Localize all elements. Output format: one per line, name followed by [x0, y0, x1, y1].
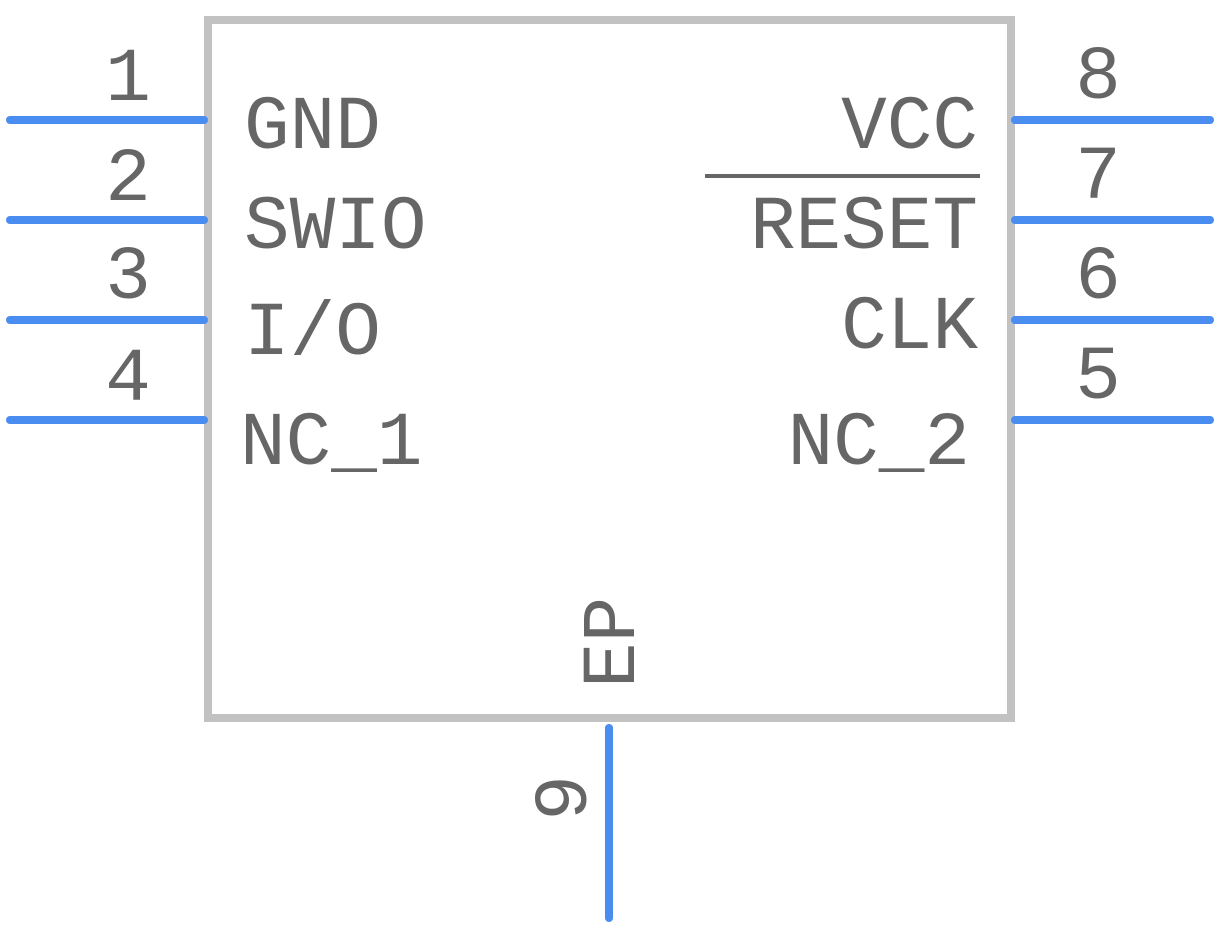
pin-1-number: 1: [105, 37, 151, 123]
pin-1-name: GND: [244, 85, 381, 171]
pin-5-name: NC_2: [788, 401, 970, 487]
pin-9[interactable]: 9 EP: [523, 597, 657, 922]
pin-6[interactable]: 6 CLK: [841, 235, 1214, 371]
pin-7[interactable]: 7 RESET: [705, 135, 1214, 271]
pin-8-number: 8: [1075, 35, 1121, 121]
pin-4-number: 4: [105, 337, 151, 423]
pin-6-number: 6: [1075, 235, 1121, 321]
pin-5-number: 5: [1075, 335, 1121, 421]
pin-8-name: VCC: [841, 85, 978, 171]
pin-2-number: 2: [105, 137, 151, 223]
pin-4-name: NC_1: [240, 401, 422, 487]
pin-3-number: 3: [105, 235, 151, 321]
pin-6-name: CLK: [841, 285, 978, 371]
pin-7-name: RESET: [750, 185, 978, 271]
pin-9-name: EP: [571, 597, 657, 688]
pin-7-number: 7: [1075, 135, 1121, 221]
pin-9-number: 9: [523, 775, 609, 821]
pin-8[interactable]: 8 VCC: [841, 35, 1214, 171]
pin-3-name: I/O: [244, 291, 381, 377]
pin-2-name: SWIO: [244, 185, 426, 271]
pin-4[interactable]: 4 NC_1: [6, 337, 422, 487]
pin-5[interactable]: 5 NC_2: [788, 335, 1214, 487]
component-body: [204, 16, 1015, 722]
pin-2[interactable]: 2 SWIO: [6, 137, 426, 271]
pin-3[interactable]: 3 I/O: [6, 235, 381, 377]
pin-1[interactable]: 1 GND: [6, 37, 381, 171]
